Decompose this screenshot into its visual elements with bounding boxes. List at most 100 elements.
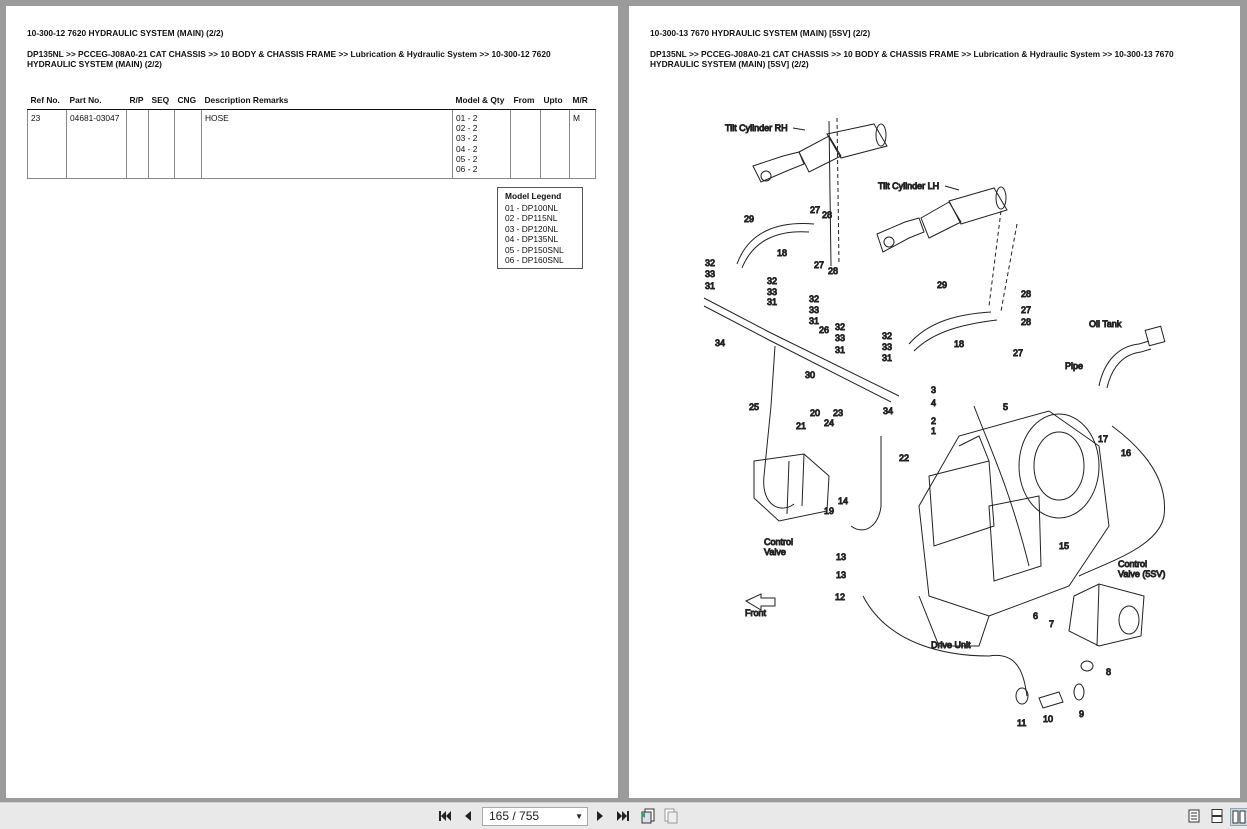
parts-table-header: Ref No. Part No. R/P SEQ CNG Description… <box>27 93 596 110</box>
legend-item: 02 - DP115NL <box>505 213 558 224</box>
callout-5: 5 <box>1003 402 1008 412</box>
col-description: Description Remarks <box>201 93 453 110</box>
chevron-down-icon: ▼ <box>575 812 583 821</box>
label-pipe: Pipe <box>1065 361 1083 371</box>
viewer-toolbar: 165 / 755 ▼ <box>0 802 1247 829</box>
callout-26: 26 <box>819 325 829 335</box>
tilt-cylinder-rh-drawing <box>752 117 888 267</box>
model-legend: Model Legend 01 - DP100NL 02 - DP115NL 0… <box>497 187 583 270</box>
callout-29: 29 <box>937 280 947 290</box>
right-document-page: 10-300-13 7670 HYDRAULIC SYSTEM (MAIN) [… <box>629 6 1240 798</box>
next-page-button[interactable] <box>592 808 608 824</box>
oil-tank-pipe-drawing <box>1098 325 1166 389</box>
right-page-title: 10-300-13 7670 HYDRAULIC SYSTEM (MAIN) [… <box>650 28 871 38</box>
steel-line-30 <box>703 305 892 403</box>
col-cng: CNG <box>174 93 202 110</box>
callout-27: 27 <box>814 260 824 270</box>
callout-33: 33 <box>767 287 777 297</box>
front-arrow <box>744 593 776 611</box>
fitting-9 <box>1073 683 1085 701</box>
label-front: Front <box>745 608 767 618</box>
page-indicator: 165 / 755 <box>489 809 540 823</box>
callout-11: 11 <box>1017 718 1026 728</box>
continuous-view-icon <box>1211 809 1223 823</box>
legend-item: 05 - DP150SNL <box>505 244 564 255</box>
model-legend-title: Model Legend <box>505 191 562 201</box>
forward-icon <box>664 808 678 824</box>
back-icon <box>641 808 655 824</box>
control-valve-5sv-drawing <box>1068 583 1145 647</box>
callout-14: 14 <box>838 496 848 506</box>
steel-line-26 <box>703 297 900 397</box>
drive-line-12 <box>862 595 990 657</box>
callout-27: 27 <box>1013 348 1023 358</box>
cell-seq <box>148 109 175 179</box>
label-control-valve-line2: Valve <box>764 547 786 557</box>
callout-28: 28 <box>822 210 832 220</box>
callout-16: 16 <box>1121 448 1131 458</box>
callout-6: 6 <box>1033 611 1038 621</box>
previous-page-button[interactable] <box>460 808 476 824</box>
callout-31: 31 <box>705 281 715 291</box>
callout-23: 23 <box>833 408 843 418</box>
two-page-view-button[interactable] <box>1230 808 1247 826</box>
callout-21: 21 <box>796 421 806 431</box>
callout-3: 3 <box>931 385 936 395</box>
hose-5 <box>973 405 1030 567</box>
first-page-button[interactable] <box>437 808 453 824</box>
callout-2: 2 <box>931 416 936 426</box>
callout-28: 28 <box>1021 317 1031 327</box>
legend-item: 03 - DP120NL <box>505 223 559 234</box>
hose-25 <box>763 345 795 509</box>
qty-line: 01 - 2 <box>456 113 478 123</box>
callout-31: 31 <box>835 345 845 355</box>
callout-32: 32 <box>767 276 777 286</box>
prev-page-icon <box>465 811 471 821</box>
drive-line-lower <box>988 654 1028 697</box>
col-seq: SEQ <box>148 93 175 110</box>
page-number-dropdown[interactable]: 165 / 755 ▼ <box>482 807 588 826</box>
tilt-cylinder-lh-drawing <box>876 186 1018 312</box>
cell-cng <box>174 109 202 179</box>
hose-18-upper <box>736 223 815 265</box>
qty-line: 06 - 2 <box>456 164 478 175</box>
continuous-view-button[interactable] <box>1209 808 1225 824</box>
callout-4: 4 <box>931 398 936 408</box>
label-control-valve-5sv-line2: Valve (5SV) <box>1118 569 1165 579</box>
left-page-title: 10-300-12 7620 HYDRAULIC SYSTEM (MAIN) (… <box>27 28 224 38</box>
col-mr: M/R <box>569 93 596 110</box>
callout-31: 31 <box>809 316 819 326</box>
callout-22: 22 <box>899 453 909 463</box>
cell-rp <box>126 109 149 179</box>
callout-33: 33 <box>809 305 819 315</box>
legend-item: 06 - DP160SNL <box>505 255 564 266</box>
last-page-button[interactable] <box>615 808 631 824</box>
col-ref-no: Ref No. <box>27 93 67 110</box>
cell-model-qty: 01 - 2 02 - 2 03 - 2 04 - 2 05 - 2 06 - … <box>452 109 511 179</box>
legend-item: 04 - DP135NL <box>505 234 559 245</box>
callout-1: 1 <box>931 426 936 436</box>
table-row[interactable]: 23 04681-03047 HOSE 01 - 2 02 - 2 03 - 2… <box>27 109 596 179</box>
single-page-view-button[interactable] <box>1186 808 1202 824</box>
hose-18-lower <box>908 311 992 345</box>
callout-33: 33 <box>882 342 892 352</box>
hose-16 <box>1078 425 1166 577</box>
callout-33: 33 <box>835 333 845 343</box>
callout-27: 27 <box>810 205 820 215</box>
col-from: From <box>510 93 541 110</box>
col-model-qty: Model & Qty <box>452 93 511 110</box>
callout-30: 30 <box>805 370 815 380</box>
col-rp: R/P <box>126 93 149 110</box>
callout-28: 28 <box>1021 289 1031 299</box>
callout-29: 29 <box>744 214 754 224</box>
cell-mr: M <box>569 109 596 179</box>
cell-ref-no: 23 <box>27 109 67 179</box>
callout-33: 33 <box>705 269 715 279</box>
fitting-11 <box>1015 687 1029 705</box>
cell-from <box>510 109 541 179</box>
left-breadcrumb-line1: DP135NL >> PCCEG-J08A0-21 CAT CHASSIS >>… <box>27 49 551 59</box>
back-button[interactable] <box>640 808 656 824</box>
callout-34: 34 <box>883 406 893 416</box>
right-breadcrumb-line1: DP135NL >> PCCEG-J08A0-21 CAT CHASSIS >>… <box>650 49 1174 59</box>
forward-button[interactable] <box>663 808 679 824</box>
